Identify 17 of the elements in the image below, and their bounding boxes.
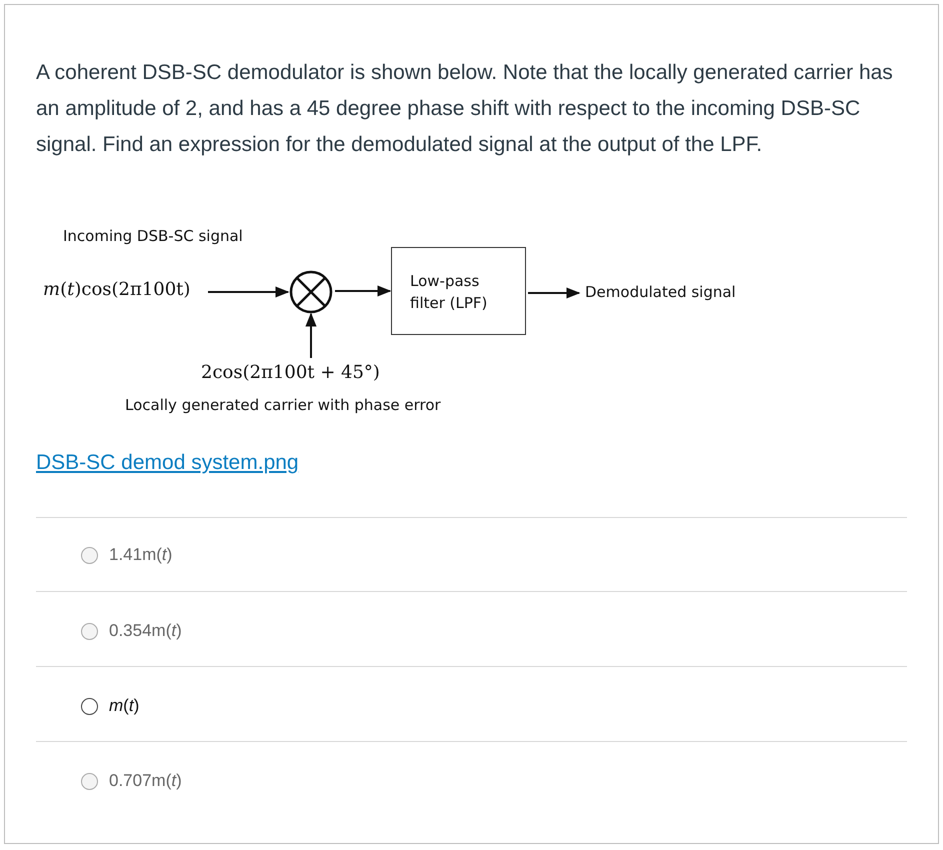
caption-text: Incoming DSB-SC signal — [63, 227, 243, 245]
caption-text: Locally generated carrier with phase error — [125, 396, 441, 414]
signal-label: m(t)cos(2π100t) — [43, 279, 190, 300]
multiplier-symbol — [289, 270, 333, 314]
answer-option: 1.41m(t) — [109, 545, 172, 565]
answer-option: 0.707m(t) — [109, 771, 182, 791]
arrow — [335, 285, 392, 297]
arrow — [208, 286, 290, 298]
filter-block: Low-pass filter (LPF) — [391, 247, 526, 335]
answer-option: 0.354m(t) — [109, 621, 182, 641]
carrier-label: 2cos(2π100t + 45°) — [201, 362, 380, 383]
answer-option: m(t) — [109, 696, 140, 716]
arrow — [305, 312, 317, 358]
question-text: A coherent DSB-SC demodulator is shown below. Note that the locally generated carrier has an amplitude of 2, and has a 45 degree phase shift with respect to the incoming DSB-SC signal. Find an expression for the demodulated signal at the output of the LPF. — [36, 60, 894, 158]
file-link: DSB-SC demod system.png — [36, 451, 299, 475]
output-label: Demodulated signal — [585, 283, 736, 301]
arrow — [528, 287, 580, 299]
